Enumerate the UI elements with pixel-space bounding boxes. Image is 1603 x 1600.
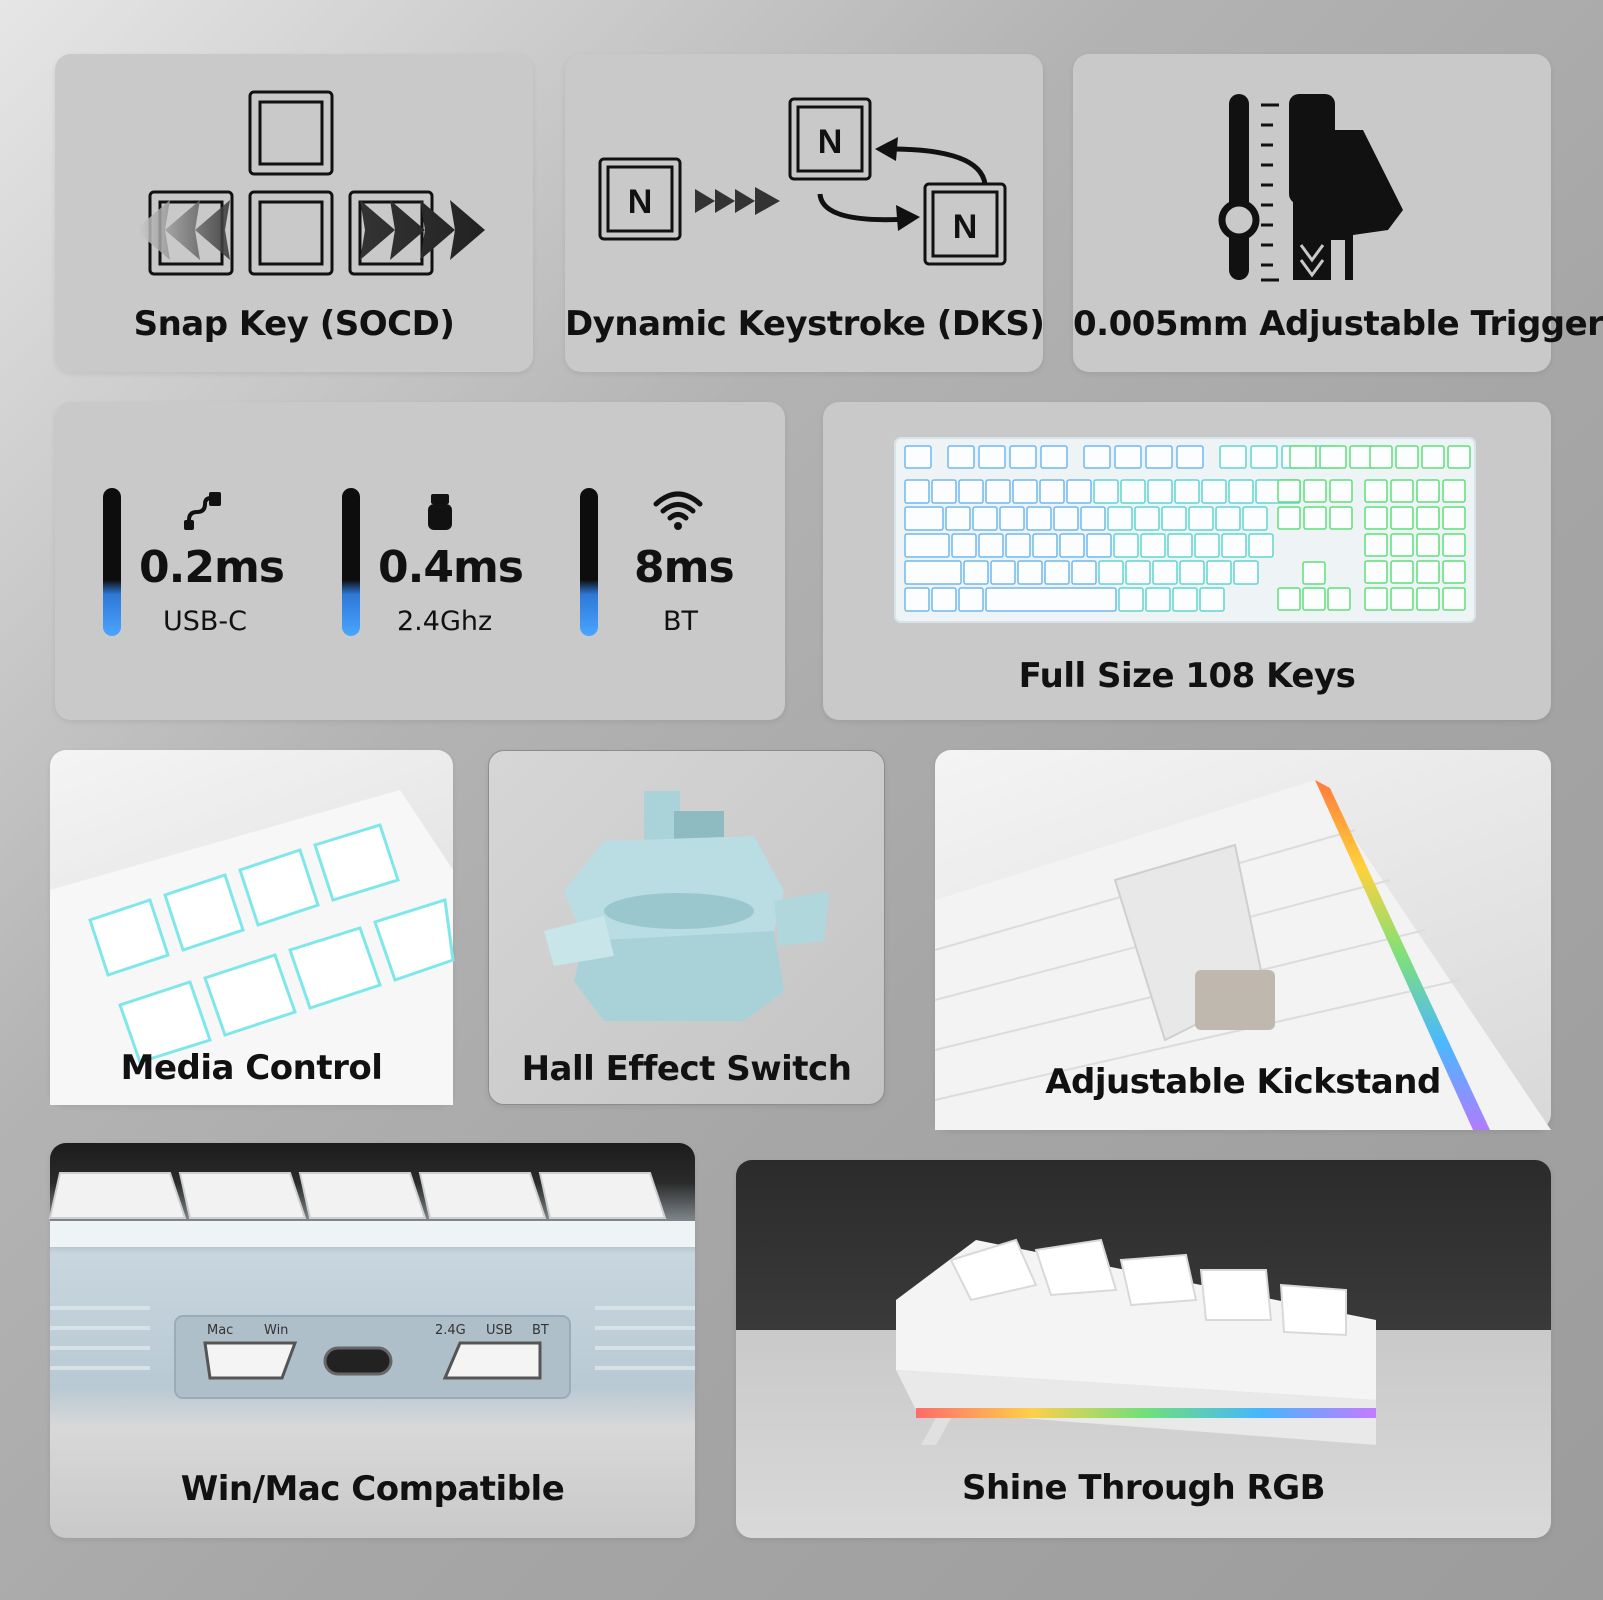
dks-icon: N N N: [598, 97, 1007, 266]
dks-key-n-1: N: [628, 183, 653, 221]
snap-key-card: Snap Key (SOCD): [55, 54, 533, 372]
media-control-card: Media Control: [50, 750, 455, 1105]
os-label-mac: Mac: [207, 1323, 234, 1338]
media-keys-image: [50, 790, 455, 1105]
latency-value-bt: 8ms: [634, 542, 735, 593]
rgb-label: Shine Through RGB: [961, 1468, 1326, 1508]
ports-image: [48, 1172, 695, 1399]
trigger-icon: [1218, 94, 1403, 282]
kickstand-card: Adjustable Kickstand: [934, 750, 1551, 1130]
dks-key-n-3: N: [953, 208, 978, 246]
trigger-label: 0.005mm Adjustable Trigger: [1073, 304, 1603, 344]
latency-bar-usb: [103, 488, 121, 636]
trigger-card: 0.005mm Adjustable Trigger: [1073, 54, 1603, 372]
latency-value-24g: 0.4ms: [378, 542, 524, 593]
dks-label: Dynamic Keystroke (DKS): [565, 304, 1045, 344]
keyboard-icon: [894, 437, 1476, 623]
mode-label-24g: 2.4G: [435, 1323, 466, 1338]
dks-key-n-2: N: [818, 123, 843, 161]
full-size-card: Full Size 108 Keys: [823, 402, 1551, 720]
compat-label: Win/Mac Compatible: [180, 1469, 565, 1509]
wifi-icon: [653, 491, 703, 530]
latency-mode-24g: 2.4Ghz: [397, 606, 493, 637]
mode-label-usb: USB: [486, 1323, 513, 1338]
hall-switch-card: Hall Effect Switch: [488, 750, 885, 1105]
mode-label-bt: BT: [532, 1323, 549, 1338]
snap-key-label: Snap Key (SOCD): [133, 304, 455, 344]
compat-card: Mac Win 2.4G USB BT Win/Mac Compatible: [48, 1143, 695, 1538]
latency-value-usb: 0.2ms: [139, 542, 285, 593]
full-size-label: Full Size 108 Keys: [1018, 656, 1356, 696]
media-control-label: Media Control: [120, 1048, 383, 1088]
kickstand-label: Adjustable Kickstand: [1045, 1062, 1441, 1102]
rgb-keyboard-image: [896, 1238, 1376, 1445]
usb-cable-icon: [184, 492, 221, 530]
latency-bar-bt: [580, 488, 598, 636]
hall-switch-image: [544, 791, 829, 1021]
dongle-icon: [428, 494, 452, 530]
hall-switch-label: Hall Effect Switch: [521, 1049, 852, 1089]
latency-bar-24g: [342, 488, 360, 636]
latency-card: 0.2ms USB-C 0.4ms 2.4Ghz 8ms BT: [55, 402, 785, 720]
latency-mode-bt: BT: [663, 606, 699, 637]
os-label-win: Win: [264, 1323, 289, 1338]
snap-key-icon: [135, 90, 485, 276]
rgb-card: Shine Through RGB: [736, 1160, 1551, 1538]
latency-mode-usb: USB-C: [163, 606, 248, 637]
dks-card: N N N Dynamic Keystroke (DKS): [565, 54, 1045, 372]
kickstand-image: [934, 780, 1551, 1130]
